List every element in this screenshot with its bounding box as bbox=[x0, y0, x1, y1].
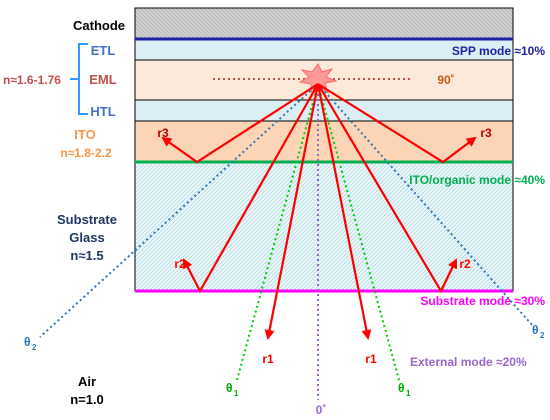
svg-text:1: 1 bbox=[406, 389, 411, 398]
ray-r1-left bbox=[264, 83, 320, 340]
htl-label: HTL bbox=[90, 104, 115, 119]
ito-index-label: n≈1.8-2.2 bbox=[60, 146, 112, 160]
r3-left-label: r3 bbox=[157, 126, 169, 140]
r2-left-label: r2 bbox=[174, 257, 186, 271]
ray-r3-left bbox=[161, 83, 319, 164]
ito-layer bbox=[134, 120, 514, 163]
r2-right-label: r2 bbox=[459, 257, 471, 271]
r1-right-label: r1 bbox=[365, 352, 377, 366]
cathode-label: Cathode bbox=[73, 18, 125, 33]
air-index-label: n=1.0 bbox=[70, 392, 104, 407]
svg-text:θ: θ bbox=[226, 381, 233, 395]
substrate-mode-label: Substrate mode ≈30% bbox=[420, 294, 545, 308]
ito-organic-mode-label: ITO/organic mode ≈40% bbox=[409, 173, 545, 187]
substrate-layer bbox=[134, 161, 514, 292]
theta2-right-label: θ 2 bbox=[532, 323, 545, 340]
svg-text:2: 2 bbox=[32, 343, 37, 352]
external-mode-label: External mode ≈20% bbox=[410, 355, 527, 369]
r3-right-label: r3 bbox=[480, 126, 492, 140]
theta2-left-label: θ 2 bbox=[24, 335, 37, 352]
spp-mode-label: SPP mode ≈10% bbox=[452, 44, 545, 58]
rays bbox=[161, 83, 477, 340]
substrate-index-label: n≈1.5 bbox=[70, 248, 103, 263]
air-label: Air bbox=[78, 374, 96, 389]
ray-r3-right bbox=[317, 83, 477, 164]
zero-degree-label: 0˚ bbox=[316, 403, 327, 417]
svg-text:θ: θ bbox=[398, 381, 405, 395]
theta1-right-line bbox=[317, 83, 400, 381]
organic-index-label: n≈1.6-1.76 bbox=[3, 73, 61, 87]
organic-bracket bbox=[70, 43, 88, 115]
ito-label: ITO bbox=[74, 127, 95, 142]
theta1-left-label: θ 1 bbox=[226, 381, 239, 398]
eml-label: EML bbox=[89, 72, 117, 87]
cathode-layer bbox=[134, 7, 514, 40]
substrate-label-line2: Glass bbox=[69, 230, 104, 245]
svg-text:θ: θ bbox=[532, 323, 539, 337]
etl-label: ETL bbox=[91, 43, 116, 58]
ray-r2-right bbox=[317, 83, 458, 294]
substrate-label-line1: Substrate bbox=[57, 212, 117, 227]
svg-text:2: 2 bbox=[540, 331, 545, 340]
ray-r2-left bbox=[183, 83, 319, 294]
ninety-degree-label: 90˚ bbox=[437, 73, 454, 87]
ray-r1-right bbox=[316, 83, 372, 340]
svg-text:1: 1 bbox=[234, 389, 239, 398]
svg-text:θ: θ bbox=[24, 335, 31, 349]
theta1-left-line bbox=[236, 83, 319, 381]
theta1-right-label: θ 1 bbox=[398, 381, 411, 398]
theta2-right-line bbox=[317, 83, 534, 327]
r1-left-label: r1 bbox=[262, 352, 274, 366]
